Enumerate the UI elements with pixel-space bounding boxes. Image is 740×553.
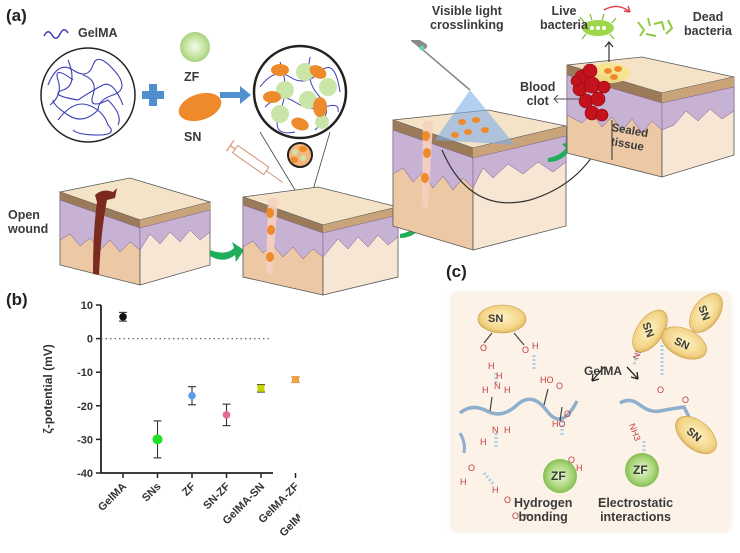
zeta-potential-chart: 10 0 -10 -20 -30 -40 ζ-potential (mV) GelMA SNs Z… xyxy=(41,300,300,539)
syringe-icon xyxy=(226,140,283,183)
dead-bacteria-label: Dead bacteria xyxy=(684,10,732,38)
data-point xyxy=(257,384,265,392)
panel-c-label: (c) xyxy=(446,262,467,281)
y-tick-label: -10 xyxy=(77,367,93,379)
panel-b-label: (b) xyxy=(6,290,28,309)
visible-light-label: Visible light crosslinking xyxy=(430,4,504,32)
plus-icon xyxy=(142,84,164,106)
gelma-legend-label: GelMA xyxy=(78,26,118,40)
data-point xyxy=(119,312,127,321)
svg-text:O: O xyxy=(568,455,575,465)
zoom-lines xyxy=(259,131,331,191)
svg-text:N: N xyxy=(494,381,501,391)
live-bacteria-label: Live bacteria xyxy=(540,4,588,32)
svg-text:H: H xyxy=(492,485,499,495)
y-tick-label: -20 xyxy=(77,401,93,413)
x-tick-label: SN-ZF xyxy=(201,480,233,512)
svg-text:O: O xyxy=(512,511,519,521)
y-tick-label: -40 xyxy=(77,468,93,480)
skin-block-injection xyxy=(242,186,399,296)
hydrogen-bonding-label: Hydrogen bonding xyxy=(514,496,573,524)
zf-sphere-icon xyxy=(180,32,210,62)
svg-text:O: O xyxy=(522,345,529,355)
x-tick-label: GelMA xyxy=(96,481,129,514)
x-tick-label: SNs xyxy=(140,481,164,505)
y-tick-label: 10 xyxy=(81,300,93,312)
zf-label: ZF xyxy=(184,70,200,84)
sn-label-1: SN xyxy=(488,313,504,325)
svg-text:O: O xyxy=(480,343,487,353)
svg-text:HO: HO xyxy=(540,375,554,385)
svg-text:O: O xyxy=(468,463,475,473)
svg-text:NH3: NH3 xyxy=(627,422,643,442)
svg-text:O: O xyxy=(556,381,563,391)
data-point xyxy=(292,376,299,384)
skin-block-sealed xyxy=(566,56,735,178)
light-cone xyxy=(410,40,515,145)
zf-label-2: ZF xyxy=(633,463,648,477)
svg-text:O: O xyxy=(682,395,689,405)
gelma-strand-icon xyxy=(43,29,69,39)
sn-ellipse-icon xyxy=(178,92,222,122)
sn-label: SN xyxy=(184,130,202,144)
zf-label-1: ZF xyxy=(551,469,566,483)
release-arrow-icon xyxy=(604,41,614,62)
svg-text:H: H xyxy=(532,341,539,351)
blood-clot-label: Blood clot xyxy=(520,80,556,108)
svg-text:H: H xyxy=(460,477,467,487)
gelma-network-circle xyxy=(40,47,136,143)
svg-text:N: N xyxy=(492,425,499,435)
blood-clot-pointer xyxy=(553,94,580,104)
data-point xyxy=(188,391,196,400)
composite-hydrogel-circle xyxy=(252,44,348,140)
skin-block-crosslinking xyxy=(392,109,567,251)
mix-arrow-icon xyxy=(220,86,251,104)
svg-text:H: H xyxy=(504,425,511,435)
svg-text:H: H xyxy=(504,385,511,395)
data-point xyxy=(222,411,231,419)
electrostatic-label: Electrostatic interactions xyxy=(598,496,674,524)
x-tick-label: ZF xyxy=(180,480,198,498)
y-axis-label: ζ-potential (mV) xyxy=(41,344,55,434)
data-point xyxy=(152,434,163,445)
svg-text:H: H xyxy=(480,437,487,447)
bacteria-icons xyxy=(579,5,674,40)
injection-zoom-circle xyxy=(287,142,313,168)
svg-text:H: H xyxy=(496,371,503,381)
sn-particles xyxy=(477,293,723,455)
svg-text:O: O xyxy=(657,385,664,395)
svg-text:H: H xyxy=(482,385,489,395)
process-arrow-1 xyxy=(210,242,244,262)
svg-text:H: H xyxy=(576,463,583,473)
gelma-label: GelMA xyxy=(584,364,623,378)
svg-text:O: O xyxy=(504,495,511,505)
panel-a-label: (a) xyxy=(6,6,27,25)
y-tick-label: 0 xyxy=(87,334,93,346)
svg-text:HO: HO xyxy=(552,419,566,429)
skin-block-open-wound xyxy=(58,177,212,286)
svg-text:O: O xyxy=(564,409,571,419)
open-wound-label: Open wound xyxy=(8,208,49,236)
svg-text:H: H xyxy=(488,361,495,371)
y-tick-label: -30 xyxy=(77,434,93,446)
